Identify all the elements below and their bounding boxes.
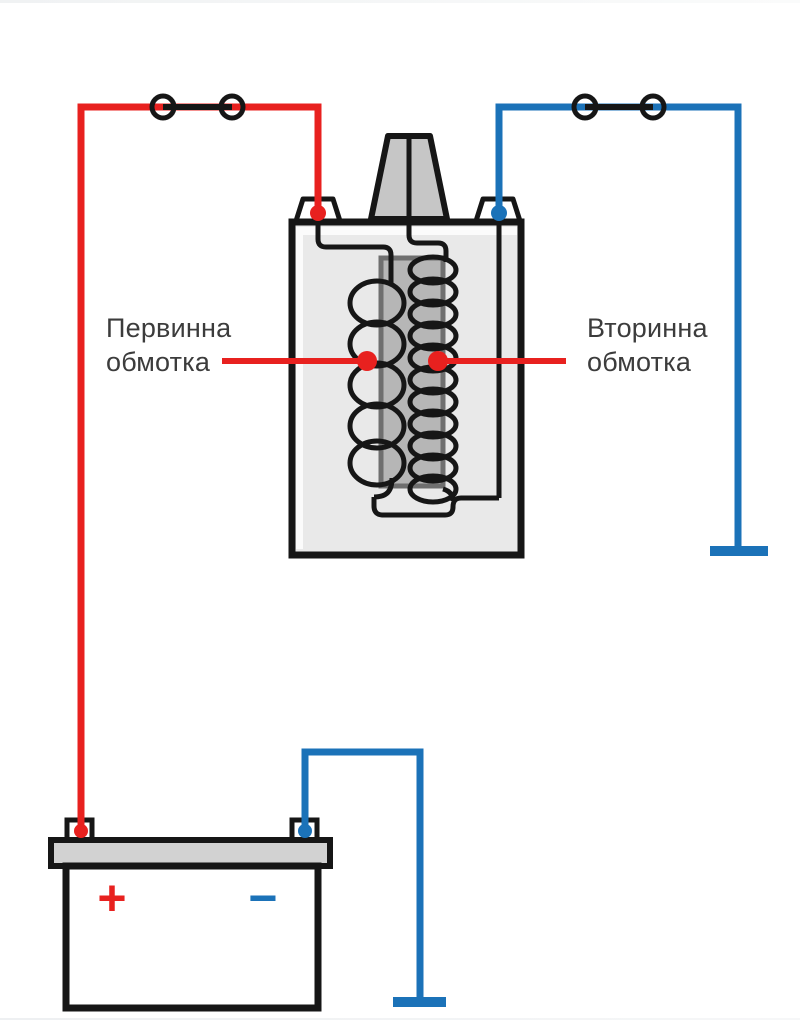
switch-contact (218, 93, 246, 121)
primary-winding-callout (222, 351, 377, 371)
primary-loop (347, 319, 407, 369)
switch-contact (571, 93, 599, 121)
secondary-callout-dot (428, 351, 448, 371)
battery-terminal-dot-red (74, 824, 88, 838)
secondary-loop (407, 276, 459, 308)
secondary-winding (407, 254, 459, 505)
bottom-edge-shade (0, 1018, 800, 1020)
battery: + − (48, 817, 333, 1012)
battery-terminal-dot-blue (298, 824, 312, 838)
secondary-loop (407, 320, 459, 352)
secondary-loop (407, 254, 459, 286)
switch-contact (149, 93, 177, 121)
secondary-loop (407, 386, 459, 418)
secondary-loop (407, 452, 459, 484)
coil-case-highlight-left (296, 227, 303, 549)
secondary-winding-label-line1: Вторинна (587, 313, 708, 343)
battery-ground-wire-blue (301, 748, 424, 1001)
primary-circuit-wire-red (77, 103, 322, 831)
primary-loop (347, 360, 407, 410)
secondary-winding-label-line2: обмотка (587, 347, 692, 377)
primary-winding-label: Первинна обмотка (106, 311, 231, 379)
battery-body (62, 862, 322, 1012)
wire-primary-feed (315, 216, 394, 283)
primary-loop (347, 278, 407, 328)
ground-symbol-battery (393, 997, 446, 1007)
wire-bottom-bus (371, 495, 499, 518)
secondary-winding-callout (428, 351, 566, 371)
battery-lid (48, 837, 333, 869)
secondary-loop (407, 430, 459, 462)
switch-contact (639, 93, 667, 121)
primary-callout-dot (357, 351, 377, 371)
primary-winding (347, 278, 407, 488)
primary-winding-label-line2: обмотка (106, 347, 211, 377)
battery-minus-sign: − (248, 870, 277, 926)
secondary-winding-label: Вторинна обмотка (587, 311, 708, 379)
top-edge-shade (0, 0, 800, 3)
ground-symbol-secondary (710, 546, 768, 556)
battery-plus-sign: + (97, 870, 126, 926)
secondary-loop (407, 473, 459, 505)
primary-loop (347, 401, 407, 451)
coil-terminal-dot-red (310, 205, 326, 221)
ignition-coil (288, 133, 525, 559)
switch-primary-circuit (149, 93, 246, 121)
secondary-loop (407, 408, 459, 440)
switch-secondary-circuit (571, 93, 667, 121)
secondary-loop (407, 298, 459, 330)
wire-secondary-feed (406, 214, 449, 262)
coil-terminal-dot-blue (491, 205, 507, 221)
primary-loop (347, 438, 407, 488)
primary-winding-label-line1: Первинна (106, 313, 232, 343)
